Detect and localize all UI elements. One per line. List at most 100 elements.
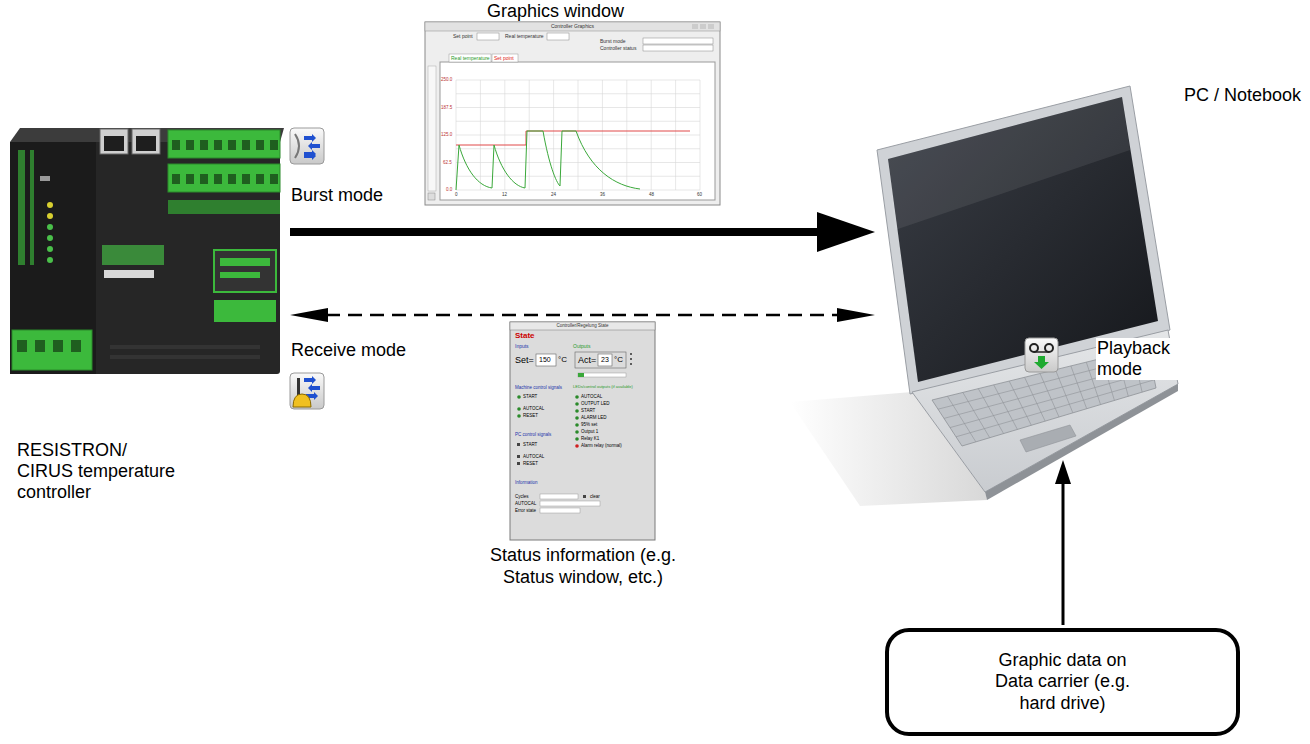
controller-device-part — [40, 176, 50, 181]
connector — [1055, 460, 1071, 625]
burst-mode-icon-part — [304, 134, 320, 160]
status-window-text: Information — [515, 480, 538, 485]
controller-device-part — [214, 250, 276, 292]
graphics-window-text: 12 — [502, 192, 507, 197]
controller-device-part — [53, 340, 63, 352]
terminal-screws-part — [186, 140, 194, 150]
status-window-screenshot-part — [630, 353, 632, 355]
controller-device-part — [71, 340, 81, 352]
status-window-screenshot-part-part — [575, 430, 579, 434]
status-window-text: Alarm relay (normal) — [581, 443, 622, 448]
controller-device-part — [104, 136, 124, 151]
status-window-screenshot-part — [540, 501, 600, 506]
controller-device-part — [47, 257, 53, 263]
caption: Graphics window — [487, 1, 624, 23]
status-window-text: Cycles — [515, 494, 529, 499]
status-window-screenshot-part — [578, 373, 584, 377]
status-window-text: Act= — [578, 355, 596, 366]
status-window-text: LEDs/control outputs (if available) — [573, 385, 633, 390]
status-window-text: Error state — [515, 508, 536, 513]
status-window-text: ALARM LED — [581, 415, 607, 420]
status-window-screenshot-part-part — [517, 462, 520, 465]
graphics-window-screenshot-part — [547, 33, 569, 40]
status-window-screenshot-part — [510, 322, 655, 330]
controller-device-part — [47, 235, 53, 241]
status-window-text: 150 — [539, 356, 551, 364]
controller-device-part — [47, 224, 53, 230]
terminal-screws-part — [172, 140, 180, 150]
burst-mode-icon-part — [290, 128, 324, 164]
status-window-text: START — [523, 442, 537, 447]
terminal-screws-part — [242, 174, 250, 184]
controller-device-part — [168, 200, 280, 214]
status-window-screenshot-part-part — [517, 395, 521, 399]
graphics-window-text: Burst mode — [600, 38, 626, 44]
laptop-illustration — [790, 86, 1178, 506]
controller-device-part — [47, 213, 53, 219]
status-window-screenshot-part — [630, 358, 632, 360]
status-window-screenshot-part — [536, 354, 556, 366]
status-window-text: Set= — [515, 355, 534, 366]
graphics-window-screenshot-part — [440, 62, 715, 200]
grid-line — [456, 107, 700, 108]
graphics-window-screenshot-part — [428, 193, 435, 200]
status-window-text: PC control signals — [515, 432, 551, 437]
graphics-window-text: 62.5 — [443, 160, 452, 165]
status-window-text: Controller/Regelung State — [510, 323, 655, 328]
controller-device-part — [102, 245, 164, 265]
burst-mode-icon-part — [295, 134, 299, 158]
burst-mode-icon-part-part — [304, 152, 316, 160]
pc-label: PC / Notebook — [1184, 85, 1301, 107]
status-window-text: Outputs — [573, 343, 591, 349]
graphics-window-text: Set point — [453, 33, 473, 39]
grid-line — [456, 162, 700, 163]
key-column — [1055, 370, 1072, 413]
terminal-screws-part — [200, 174, 208, 184]
graphics-window-screenshot-part — [643, 38, 713, 44]
terminal-screws-part — [270, 174, 278, 184]
connector — [290, 212, 875, 252]
status-window-screenshot-part-part — [517, 455, 520, 458]
status-window-screenshot-part-part — [575, 416, 579, 420]
status-window-text: Machine control signals — [515, 385, 562, 390]
graphics-window-screenshot — [425, 22, 720, 205]
graphics-window-text: Controller status — [600, 45, 636, 51]
grid-line — [456, 121, 700, 122]
graphics-window-text: 125.0 — [441, 132, 452, 137]
key-column — [963, 392, 990, 437]
graphics-window-text: 187.5 — [441, 105, 452, 110]
status-window-screenshot-part-part — [517, 414, 521, 418]
terminal-screws-part — [256, 140, 264, 150]
edge-label: Receive mode — [290, 340, 407, 361]
graphics-window-screenshot-part — [449, 54, 491, 62]
burst-mode-icon-part-part — [304, 134, 316, 142]
graphics-window-screenshot-part — [643, 45, 713, 51]
terminal-screws-part — [270, 140, 278, 150]
controller-device-part — [220, 258, 270, 266]
controller-device-part — [17, 340, 27, 352]
terminal-screws — [172, 140, 278, 184]
key-column — [1009, 381, 1031, 425]
status-window-text: RESET — [523, 461, 538, 466]
terminal-screws-part — [200, 140, 208, 150]
graphics-window-text: Real temperature — [451, 55, 490, 61]
terminal-screws-part — [242, 140, 250, 150]
playback-mode-icon-part — [1025, 338, 1058, 372]
edge-label: Playback mode — [1096, 338, 1178, 380]
status-window-text: °C — [614, 355, 623, 365]
graphics-window-screenshot-part — [428, 66, 436, 191]
grid-line — [456, 148, 700, 149]
status-window-text: AUTOCAL — [515, 501, 536, 506]
status-window-screenshot-part — [575, 352, 626, 368]
graphics-window-text: 60 — [697, 192, 702, 197]
graphics-window-text: Real temperature — [505, 33, 544, 39]
status-window-screenshot-part — [630, 363, 632, 365]
controller-device-part — [168, 164, 280, 192]
status-window-text: OUTPUT LED — [581, 401, 609, 406]
controller-device-part — [12, 330, 92, 370]
arrow-head — [1055, 460, 1071, 484]
graphics-window-screenshot-part — [425, 22, 720, 31]
status-window-text: °C — [558, 355, 567, 365]
status-window-text: Relay K1 — [581, 436, 599, 441]
controller-device-part — [18, 150, 25, 265]
